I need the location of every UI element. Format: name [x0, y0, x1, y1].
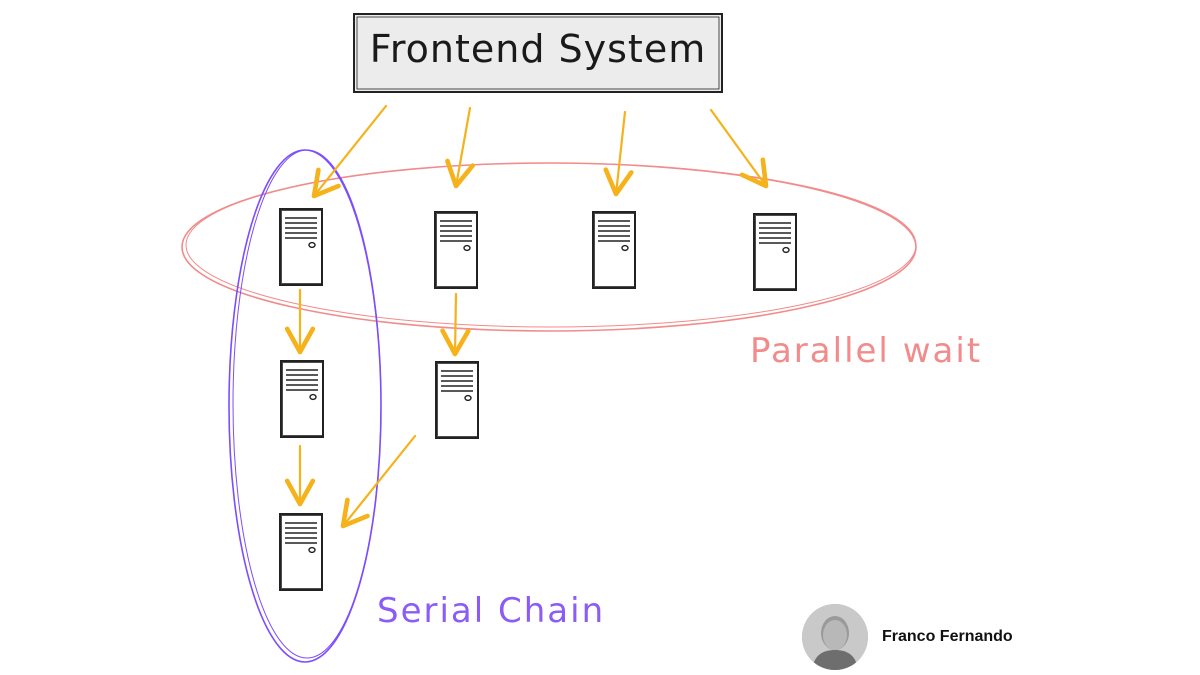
- server-icon: [435, 361, 479, 439]
- arrow-frontend-to-server-4: [709, 108, 769, 189]
- parallel-group-ellipse: [181, 162, 917, 332]
- server-icon: [280, 360, 324, 438]
- arrow-frontend-to-server-3: [603, 110, 634, 197]
- frontend-system-box: Frontend System: [353, 13, 723, 93]
- arrow-frontend-to-server-1: [311, 104, 388, 199]
- arrow-parallel-2-down: [440, 292, 471, 357]
- serial-group-ellipse: [228, 149, 382, 663]
- parallel-wait-label: Parallel wait: [750, 331, 982, 371]
- server-icon: [753, 213, 797, 291]
- arrow-frontend-to-server-2: [445, 106, 476, 189]
- arrow-branch-to-serial-3: [340, 434, 417, 529]
- server-icon: [592, 211, 636, 289]
- author-name: Franco Fernando: [882, 628, 1013, 645]
- author-badge: Franco Fernando: [802, 604, 1013, 670]
- server-icon: [279, 208, 323, 286]
- frontend-system-title: Frontend System: [370, 27, 706, 71]
- author-photo: [802, 604, 868, 670]
- servers: [279, 208, 797, 591]
- server-icon: [434, 211, 478, 289]
- server-icon: [279, 513, 323, 591]
- arrows: [284, 104, 769, 529]
- serial-chain-label: Serial Chain: [377, 591, 605, 631]
